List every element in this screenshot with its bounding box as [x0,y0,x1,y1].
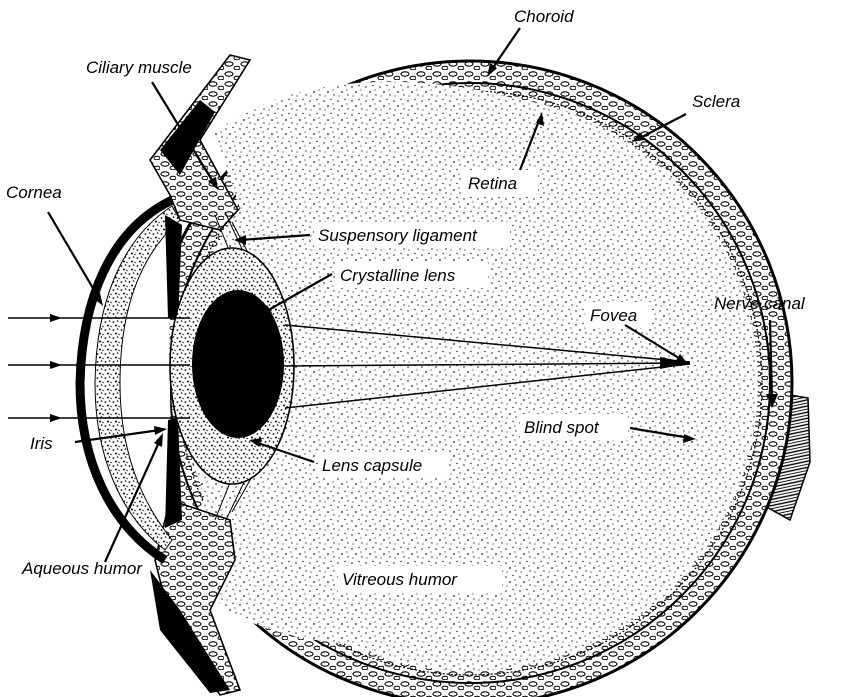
label-suspensory-ligament: Suspensory ligament [318,226,478,245]
label-sclera: Sclera [692,92,740,111]
label-retina: Retina [468,174,517,193]
label-vitreous-humor: Vitreous humor [342,570,458,589]
label-ciliary-muscle: Ciliary muscle [86,58,192,77]
label-fovea: Fovea [590,306,637,325]
label-lens-capsule: Lens capsule [322,456,422,475]
label-iris: Iris [30,434,53,453]
label-choroid: Choroid [514,7,574,26]
label-aqueous-humor: Aqueous humor [21,559,143,578]
label-cornea: Cornea [6,183,62,202]
label-blind-spot: Blind spot [524,418,600,437]
label-crystalline-lens: Crystalline lens [340,266,456,285]
label-nerve-canal: Nerve canal [714,294,806,313]
